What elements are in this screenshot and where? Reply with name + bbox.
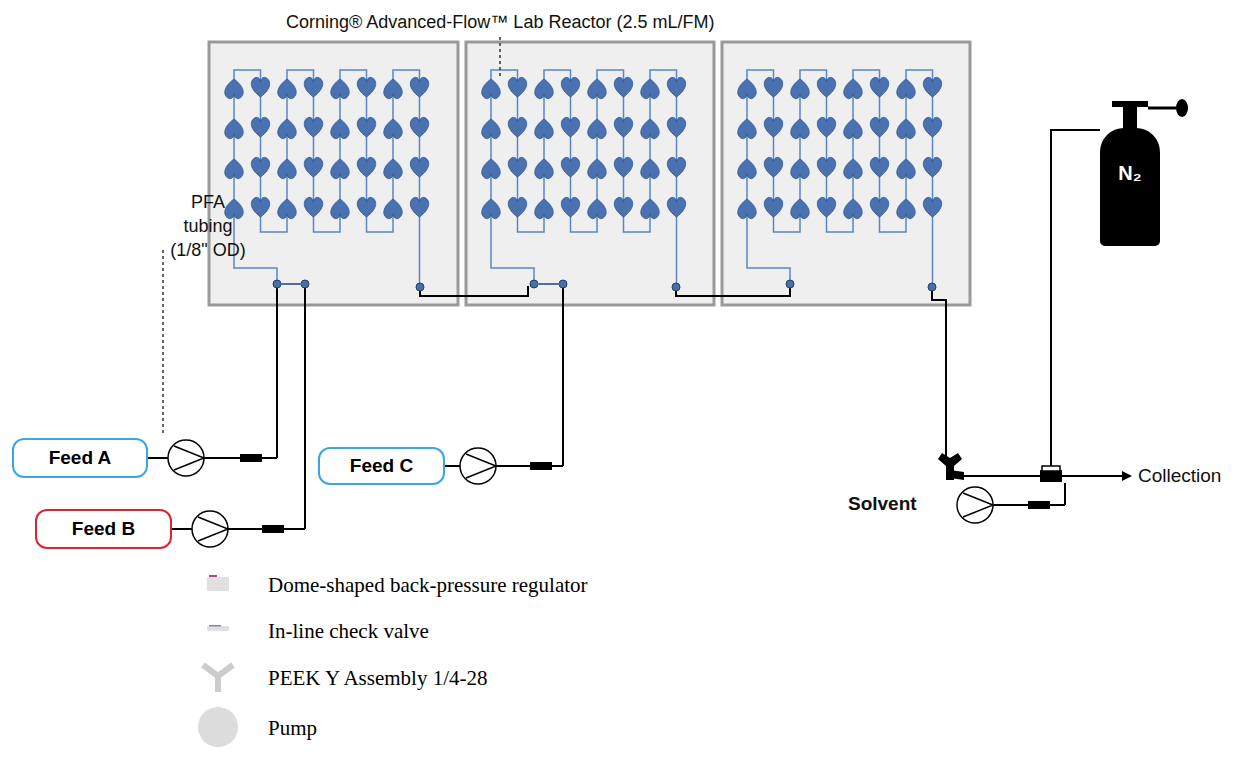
- legend-icons: [198, 575, 238, 747]
- gas-cylinder: N₂: [1100, 128, 1160, 246]
- legend-text: Dome-shaped back-pressure regulator: [268, 573, 588, 598]
- legend-text: PEEK Y Assembly 1/4-28: [268, 666, 488, 691]
- reactor-label: Corning® Advanced-Flow™ Lab Reactor (2.5…: [286, 12, 714, 33]
- feed-box: Feed B: [35, 509, 172, 549]
- text-label: Solvent: [848, 493, 917, 515]
- text-label: Collection: [1138, 465, 1221, 487]
- reactor-plate: [466, 42, 714, 305]
- pump-symbol: [168, 440, 993, 547]
- legend-text: Pump: [268, 716, 317, 741]
- reactor-plate: [722, 42, 970, 305]
- back-pressure-regulator: [1040, 466, 1062, 482]
- tubing: [148, 130, 1130, 529]
- node-label: Feed C: [350, 455, 413, 477]
- text-label: PFA tubing (1/8" OD): [168, 190, 248, 262]
- y-assembly-symbol: [938, 453, 964, 480]
- port-dot: [273, 280, 936, 291]
- node-label: N₂: [1118, 162, 1141, 185]
- check-valve-symbol: [240, 454, 1050, 533]
- legend-text: In-line check valve: [268, 619, 429, 644]
- feed-box: Feed A: [12, 438, 148, 478]
- reactor-plate: [209, 42, 458, 305]
- feed-box: Feed C: [318, 447, 445, 485]
- node-label: Feed A: [49, 447, 112, 469]
- leader-line: [162, 250, 164, 436]
- leader-line: [499, 37, 501, 76]
- node-label: Feed B: [72, 518, 135, 540]
- heart-channels: [225, 70, 942, 287]
